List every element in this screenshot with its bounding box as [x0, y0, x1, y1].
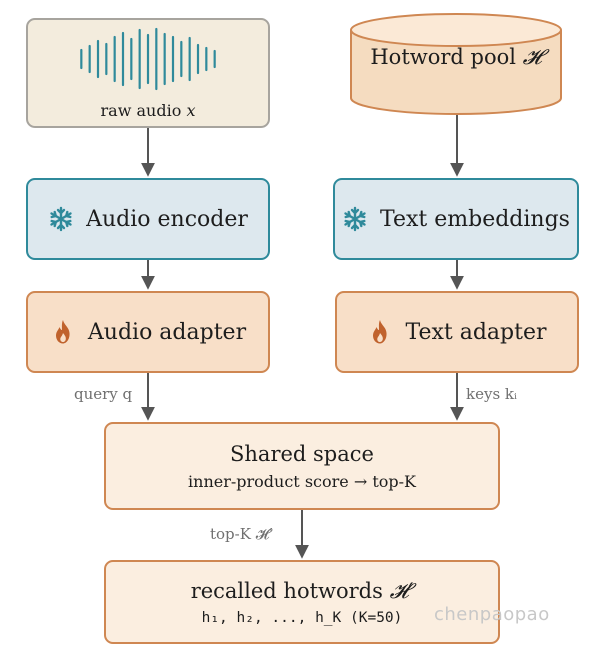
- hotword-pool-cylinder: [350, 13, 562, 115]
- text-embeddings-label: Text embeddings: [380, 206, 570, 232]
- query-edge-label: query q: [74, 385, 133, 403]
- watermark: chenpaopao: [434, 604, 550, 625]
- audio-encoder-label: Audio encoder: [86, 206, 248, 232]
- audio-adapter-label: Audio adapter: [87, 319, 247, 345]
- raw-audio-box: raw audio x: [26, 18, 270, 128]
- waveform-icon: [80, 27, 216, 90]
- topk-edge-label: top-K 𝓗′: [210, 525, 273, 543]
- text-embeddings-box: Text embeddings: [333, 178, 579, 260]
- flame-icon: [55, 320, 70, 344]
- shared-space-subtitle: inner-product score → top-K: [188, 471, 416, 491]
- keys-edge-label: keys kᵢ: [466, 385, 518, 403]
- shared-space-box: Shared space inner-product score → top-K: [104, 422, 500, 510]
- flame-icon: [373, 320, 388, 344]
- recalled-hotwords-title: recalled hotwords 𝓗′: [190, 578, 414, 603]
- hotword-pool-label: Hotword pool 𝓗: [370, 45, 542, 69]
- recalled-hotwords-box: recalled hotwords 𝓗′ h₁, h₂, ..., h_K (K…: [104, 560, 500, 644]
- recalled-hotwords-list: h₁, h₂, ..., h_K (K=50): [201, 609, 403, 626]
- snowflake-icon: [344, 206, 366, 232]
- raw-audio-label: raw audio x: [100, 100, 196, 120]
- text-adapter-box: Text adapter: [335, 291, 579, 373]
- snowflake-icon: [50, 206, 72, 232]
- text-adapter-label: Text adapter: [405, 319, 547, 345]
- audio-encoder-box: Audio encoder: [26, 178, 270, 260]
- shared-space-title: Shared space: [230, 441, 374, 466]
- audio-adapter-box: Audio adapter: [26, 291, 270, 373]
